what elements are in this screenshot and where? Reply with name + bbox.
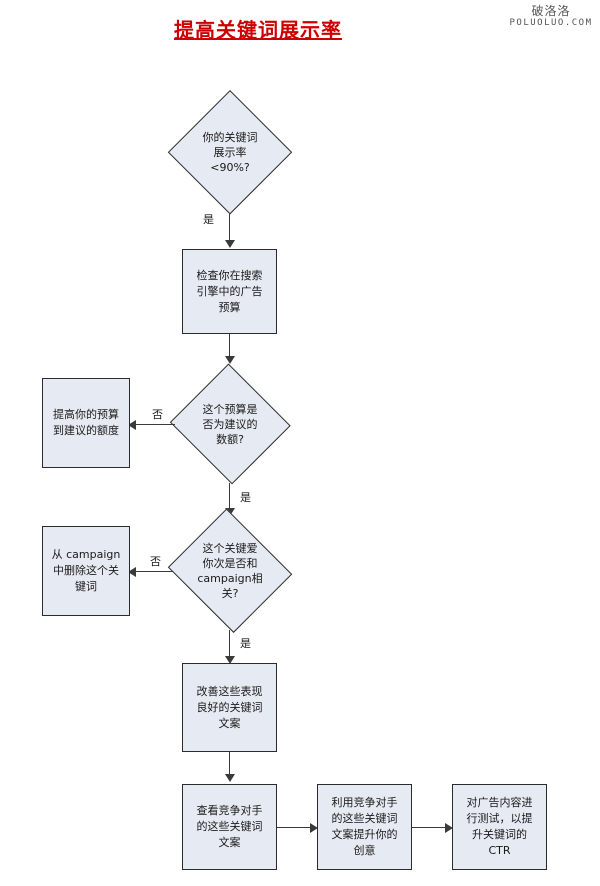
edge-label-d1-yes: 是 bbox=[203, 213, 214, 226]
connector-p1-d2-arrowhead bbox=[225, 356, 235, 364]
decision-keyword-relevance[interactable]: 这个关键爱 你次是否和 campaign相 关? bbox=[164, 508, 296, 634]
process-use-competitor-copy[interactable]: 利用竞争对手 的这些关键词 文案提升你的 创意 bbox=[317, 784, 412, 870]
decision-impression-rate[interactable]: 你的关键词 展示率 <90%? bbox=[168, 90, 292, 214]
connector-d3-p4 bbox=[229, 630, 230, 662]
connector-p4-p5-arrowhead bbox=[225, 774, 235, 782]
decision-budget-suggested[interactable]: 这个预算是 否为建议的 数额? bbox=[168, 363, 292, 485]
connector-d2-p2 bbox=[133, 424, 175, 425]
process-check-budget-label: 检查你在搜索 引擎中的广告 预算 bbox=[196, 268, 263, 314]
process-improve-copy[interactable]: 改善这些表现 良好的关键词 文案 bbox=[182, 663, 277, 752]
process-view-competitor-copy[interactable]: 查看竞争对手 的这些关键词 文案 bbox=[182, 784, 277, 870]
connector-d3-p3 bbox=[133, 571, 173, 572]
connector-d3-p4-arrowhead bbox=[225, 656, 235, 664]
process-improve-copy-label: 改善这些表现 良好的关键词 文案 bbox=[196, 684, 263, 730]
process-raise-budget[interactable]: 提高你的预算 到建议的额度 bbox=[42, 378, 130, 468]
decision-budget-suggested-label: 这个预算是 否为建议的 数额? bbox=[202, 402, 258, 446]
process-use-competitor-copy-label: 利用竞争对手 的这些关键词 文案提升你的 创意 bbox=[331, 796, 398, 857]
page-title: 提高关键词展示率 bbox=[174, 18, 342, 42]
watermark-cn: 破洛洛 bbox=[531, 4, 571, 18]
connector-p6-p7-arrowhead bbox=[445, 823, 453, 833]
connector-p6-p7 bbox=[412, 827, 450, 828]
edge-label-d3-yes: 是 bbox=[240, 637, 251, 650]
connector-p1-d2 bbox=[229, 334, 230, 360]
connector-d1-p1 bbox=[229, 214, 230, 246]
connector-p5-p6 bbox=[277, 827, 315, 828]
decision-impression-rate-label: 你的关键词 展示率 <90%? bbox=[202, 130, 258, 174]
connector-d2-d3 bbox=[229, 483, 230, 513]
process-raise-budget-label: 提高你的预算 到建议的额度 bbox=[53, 408, 119, 437]
connector-d1-p1-arrowhead bbox=[225, 240, 235, 248]
process-test-ad-content-label: 对广告内容进 行测试，以提 升关键词的 CTR bbox=[466, 796, 533, 857]
process-remove-keyword-label: 从 campaign 中删除这个关 键词 bbox=[51, 548, 121, 593]
connector-p4-p5 bbox=[229, 752, 230, 780]
decision-keyword-relevance-label: 这个关键爱 你次是否和 campaign相 关? bbox=[197, 542, 263, 600]
connector-d2-p2-arrowhead bbox=[128, 420, 136, 430]
watermark: 破洛洛 POLUOLUO.COM bbox=[505, 4, 597, 29]
connector-d3-p3-arrowhead bbox=[128, 567, 136, 577]
edge-label-d2-yes: 是 bbox=[240, 491, 251, 504]
edge-label-d2-no: 否 bbox=[152, 408, 163, 421]
process-view-competitor-copy-label: 查看竞争对手 的这些关键词 文案 bbox=[196, 804, 263, 849]
watermark-en: POLUOLUO.COM bbox=[509, 18, 593, 28]
edge-label-d3-no: 否 bbox=[150, 555, 161, 568]
process-check-budget[interactable]: 检查你在搜索 引擎中的广告 预算 bbox=[182, 249, 277, 334]
process-test-ad-content[interactable]: 对广告内容进 行测试，以提 升关键词的 CTR bbox=[452, 784, 547, 870]
connector-p5-p6-arrowhead bbox=[310, 823, 318, 833]
process-remove-keyword[interactable]: 从 campaign 中删除这个关 键词 bbox=[42, 526, 130, 616]
